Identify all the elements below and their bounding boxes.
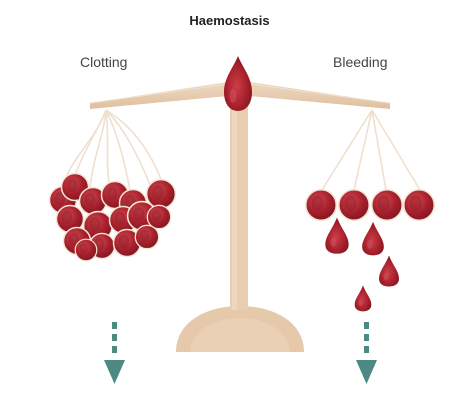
- blood-drop-icon: [224, 56, 252, 111]
- dashed-arrow-down-icon-right: [356, 322, 377, 384]
- diagram-title: Haemostasis: [0, 13, 459, 28]
- scale-base: [176, 306, 304, 352]
- dashed-arrow-down-icon: [104, 322, 125, 384]
- clotting-label: Clotting: [80, 54, 127, 70]
- blood-clot-icon: [50, 174, 176, 261]
- bleeding-strings: [322, 110, 420, 190]
- bleeding-label: Bleeding: [333, 54, 388, 70]
- scale-pillar: [230, 104, 248, 310]
- bleeding-drops-icon: [306, 190, 435, 312]
